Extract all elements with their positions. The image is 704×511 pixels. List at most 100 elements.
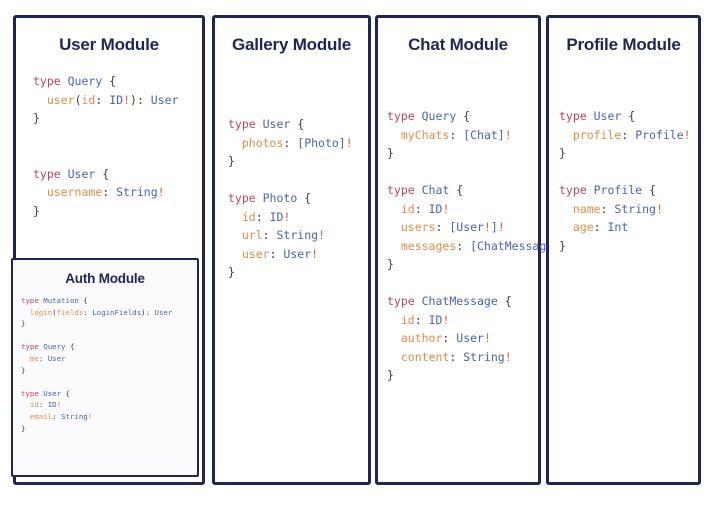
code-token-field: user xyxy=(46,92,75,107)
module-title-chat: Chat Module xyxy=(408,35,508,54)
code-token-punct: ): xyxy=(141,307,155,317)
code-token-punct: : xyxy=(95,92,110,107)
code-token-type: Photo xyxy=(262,191,298,205)
code-token-punct: } xyxy=(21,365,26,375)
schema-code-auth: type Mutation { login(fields: LoginField… xyxy=(13,295,197,434)
code-token-field: id xyxy=(29,400,39,410)
code-line: type User { xyxy=(21,388,197,400)
code-line: profile: Profile! xyxy=(559,126,698,145)
code-token-punct: : xyxy=(449,349,464,364)
code-line: } xyxy=(228,152,368,171)
code-token-punct xyxy=(387,239,401,253)
code-token-bang: ! xyxy=(497,220,505,234)
code-token-punct xyxy=(559,220,573,234)
code-token-punct: { xyxy=(290,117,305,131)
code-token-type: String xyxy=(61,411,88,421)
code-token-type: Query xyxy=(43,342,66,352)
module-card-chat[interactable]: Chat Module type Query { myChats: [Chat]… xyxy=(375,15,567,485)
code-token-type: User xyxy=(150,92,179,107)
code-token-punct: : xyxy=(38,400,48,410)
code-token-punct: : xyxy=(102,185,117,199)
code-token-type: ID xyxy=(428,312,443,327)
schema-code-profile: type User { profile: Profile!}type Profi… xyxy=(549,107,698,255)
code-token-type: ID xyxy=(428,201,443,216)
code-line: name: String! xyxy=(559,200,698,219)
code-line: username: String! xyxy=(33,183,202,202)
code-token-type: Int xyxy=(607,220,629,234)
code-blank-line xyxy=(33,146,202,165)
code-line: id: ID! xyxy=(387,200,538,219)
code-line: } xyxy=(559,237,698,256)
code-token-field: id xyxy=(400,201,415,216)
code-token-field: email xyxy=(29,411,53,421)
code-line: users: [User!]! xyxy=(387,218,538,237)
code-token-punct xyxy=(21,400,30,409)
code-token-punct xyxy=(33,185,47,199)
code-token-punct xyxy=(21,354,30,363)
module-card-profile[interactable]: Profile Module type User { profile: Prof… xyxy=(546,15,701,485)
code-line: } xyxy=(387,255,538,274)
code-line: } xyxy=(559,144,698,163)
module-title-gallery: Gallery Module xyxy=(231,35,352,54)
code-token-kw: type xyxy=(21,388,44,398)
code-line: user(id: ID!): User xyxy=(33,91,202,110)
code-token-punct: : xyxy=(414,312,429,327)
code-token-field: myChats xyxy=(400,127,450,142)
code-token-type: User xyxy=(154,307,173,317)
code-token-kw: type xyxy=(387,183,422,197)
code-token-field: author xyxy=(400,331,443,345)
code-token-punct xyxy=(387,202,401,216)
code-token-punct: } xyxy=(387,368,394,382)
module-card-auth[interactable]: Auth Module type Mutation { login(fields… xyxy=(11,258,199,477)
module-card-user[interactable]: User Module type Query { user(id: ID!): … xyxy=(11,15,205,485)
code-token-type: Profile xyxy=(635,127,684,142)
code-line: } xyxy=(228,263,368,282)
code-line: login(fields: LoginFields): User xyxy=(21,307,197,319)
code-token-type: User xyxy=(283,246,312,261)
code-token-type: User xyxy=(47,353,66,363)
code-token-punct: ): xyxy=(130,92,151,107)
code-token-punct: : xyxy=(269,246,284,261)
schema-code-gallery: type User { photos: [Photo]!}type Photo … xyxy=(215,115,368,282)
code-token-bang: ! xyxy=(123,92,131,107)
code-line: type Photo { xyxy=(228,189,368,208)
code-token-bang: ! xyxy=(157,185,165,199)
code-token-type: [User xyxy=(449,220,484,234)
code-line: type User { xyxy=(559,107,698,126)
code-token-punct xyxy=(21,308,30,317)
code-token-punct: } xyxy=(33,203,40,218)
code-line: type ChatMessage { xyxy=(387,292,538,311)
code-token-punct xyxy=(33,93,47,107)
code-line: id: ID! xyxy=(21,399,197,411)
code-line: url: String! xyxy=(228,226,368,245)
code-token-punct: } xyxy=(228,154,235,168)
code-token-field: messages xyxy=(400,238,457,253)
code-token-field: id xyxy=(400,312,415,327)
code-token-type: User xyxy=(456,331,484,345)
code-token-type: ] xyxy=(490,220,498,234)
code-line: type Chat { xyxy=(387,181,538,200)
code-token-kw: type xyxy=(21,296,44,305)
code-token-punct xyxy=(387,128,401,142)
code-token-punct: } xyxy=(21,319,26,329)
code-line: } xyxy=(387,144,538,163)
code-blank-line xyxy=(21,376,197,388)
code-token-punct: { xyxy=(449,183,464,197)
code-token-type: String xyxy=(276,228,319,242)
code-blank-line xyxy=(387,163,538,182)
module-card-gallery[interactable]: Gallery Module type User { photos: [Phot… xyxy=(212,15,371,485)
code-line: me: User xyxy=(21,353,197,365)
code-line: photos: [Photo]! xyxy=(228,134,368,153)
code-line: type Query { xyxy=(387,107,538,126)
code-token-field: fields xyxy=(56,307,84,317)
code-blank-line xyxy=(387,274,538,293)
code-token-punct xyxy=(559,202,573,216)
code-token-type: [ChatMessage] xyxy=(470,238,561,253)
code-line: messages: [ChatMessage]! xyxy=(387,237,567,256)
code-blank-line xyxy=(21,330,197,342)
code-token-punct: : xyxy=(255,209,270,224)
code-token-type: ID xyxy=(109,92,124,107)
code-token-kw: type xyxy=(21,342,44,352)
code-token-field: profile xyxy=(572,127,622,142)
